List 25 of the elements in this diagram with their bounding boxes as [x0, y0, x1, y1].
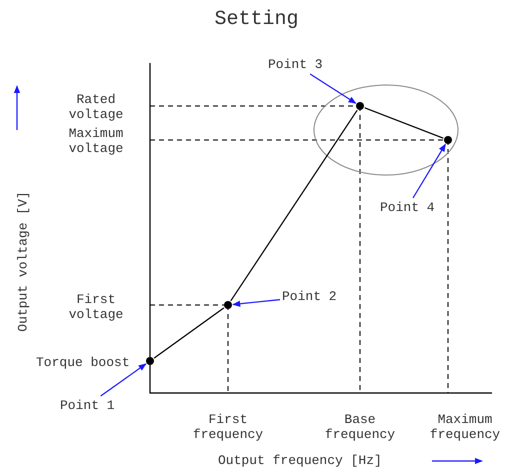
axis-title: Output frequency [Hz]	[218, 453, 382, 468]
axis-tick-label: First voltage	[68, 292, 124, 322]
axis-title: Output voltage [V]	[16, 190, 30, 334]
data-point-dot	[146, 357, 154, 365]
title: Setting	[213, 8, 300, 32]
leader-arrow	[310, 74, 356, 104]
curve-segment	[230, 110, 358, 302]
axis-tick-label: Maximum voltage	[68, 126, 124, 156]
axis-tick-label: Base frequency	[324, 412, 396, 442]
leader-arrow	[412, 144, 446, 198]
axis-tick-label: Maximum frequency	[428, 412, 502, 442]
callout-label: Point 3	[268, 57, 323, 72]
axis-tick-label: Torque boost	[36, 355, 130, 370]
callout-label: Point 4	[380, 200, 435, 215]
data-point-dot	[444, 136, 452, 144]
curve-segment	[364, 107, 444, 139]
curve-segment	[154, 307, 224, 359]
callout-label: Point 1	[60, 398, 115, 413]
data-point-dot	[356, 102, 364, 110]
data-point-dot	[224, 301, 232, 309]
leader-arrow	[100, 363, 147, 396]
leader-arrow	[232, 299, 280, 307]
axis-tick-label: Rated voltage	[68, 92, 124, 122]
axis-tick-label: First frequency	[192, 412, 264, 442]
callout-label: Point 2	[282, 289, 337, 304]
